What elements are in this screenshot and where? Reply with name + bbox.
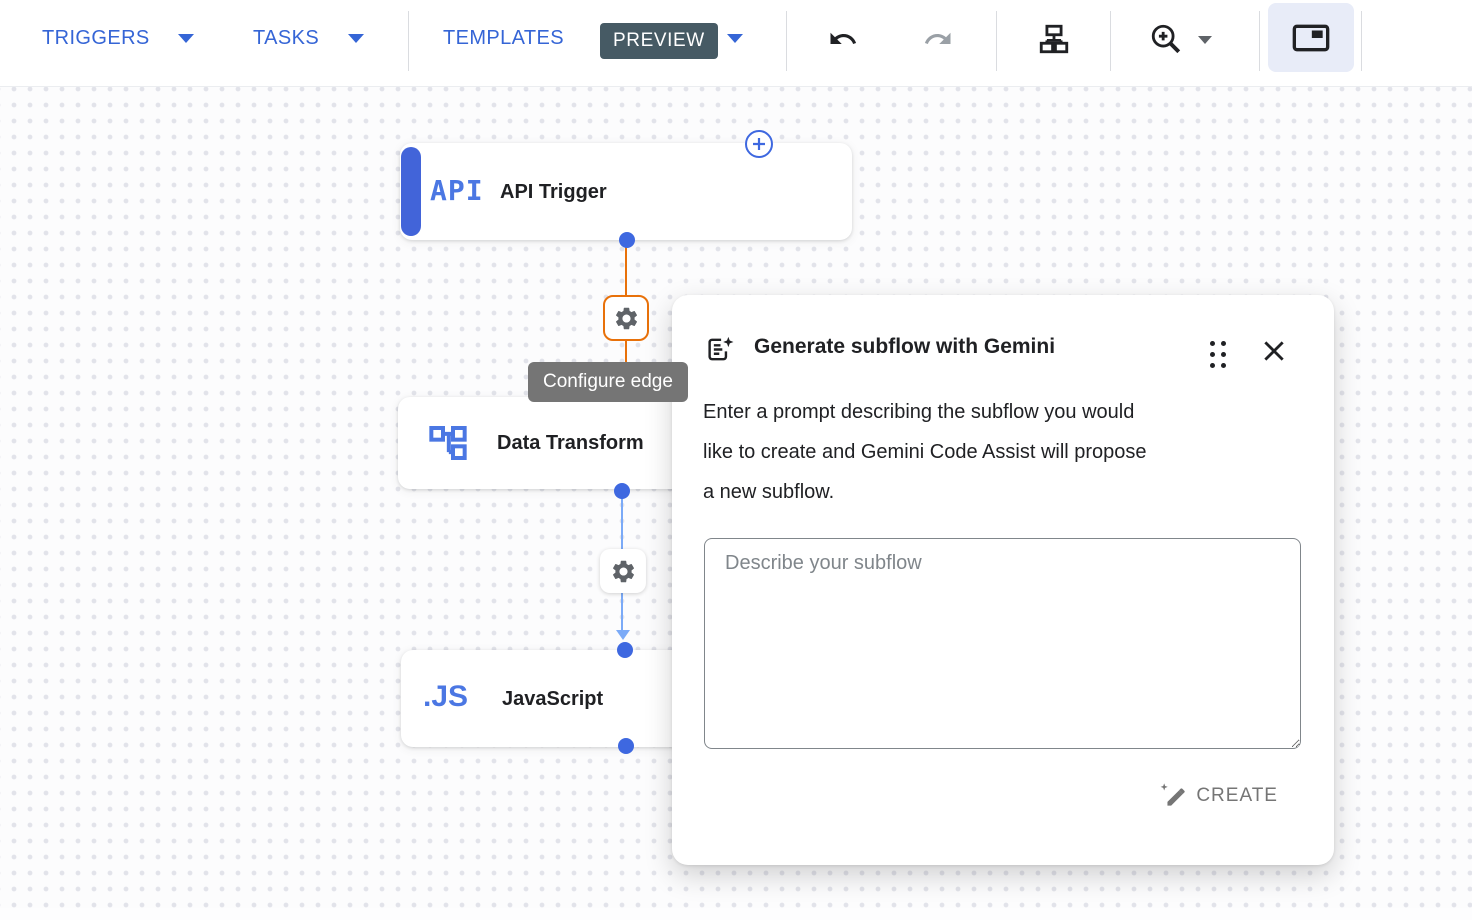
- panel-toggle-button[interactable]: [1268, 3, 1354, 72]
- gear-icon: [615, 307, 637, 329]
- subflow-prompt-input[interactable]: [704, 538, 1301, 749]
- connection-dot: [614, 483, 630, 499]
- drag-handle-icon[interactable]: [1208, 339, 1228, 370]
- create-button-label: CREATE: [1196, 784, 1278, 806]
- close-icon[interactable]: [1260, 337, 1288, 365]
- plus-icon: [753, 138, 765, 150]
- zoom-in-icon[interactable]: [1149, 22, 1183, 61]
- dialog-title: Generate subflow with Gemini: [754, 335, 1056, 358]
- configure-edge-tooltip: Configure edge: [528, 362, 688, 402]
- node-api-trigger[interactable]: API API Trigger: [400, 143, 852, 240]
- javascript-icon: .JS: [423, 680, 469, 713]
- zoom-caret-icon[interactable]: [1198, 36, 1212, 44]
- redo-icon[interactable]: [923, 24, 953, 59]
- toolbar: TRIGGERS TASKS TEMPLATES PREVIEW: [0, 0, 1472, 87]
- edge-gear-to-js: [621, 591, 623, 632]
- create-button[interactable]: CREATE: [1159, 782, 1278, 809]
- undo-icon[interactable]: [828, 24, 858, 59]
- connection-dot: [617, 642, 633, 658]
- generate-subflow-dialog: Generate subflow with Gemini Enter a pro…: [672, 295, 1334, 865]
- edge-gear-to-transform: [625, 341, 627, 366]
- schema-layout-icon[interactable]: [1037, 22, 1071, 61]
- api-trigger-icon: API: [430, 174, 484, 207]
- magic-pen-icon: [1160, 783, 1186, 806]
- toolbar-divider: [408, 11, 409, 71]
- generate-doc-icon: [706, 335, 735, 369]
- toolbar-divider: [786, 11, 787, 71]
- add-node-button[interactable]: [745, 130, 773, 158]
- canvas-bottom-strip: [0, 908, 1472, 920]
- toolbar-divider: [1361, 11, 1362, 71]
- node-label: Data Transform: [497, 432, 644, 454]
- dialog-description: Enter a prompt describing the subflow yo…: [703, 401, 1147, 503]
- toolbar-divider: [1259, 11, 1260, 71]
- trigger-accent-bar: [401, 147, 421, 236]
- connection-dot: [619, 232, 635, 248]
- triggers-caret-icon[interactable]: [178, 34, 194, 43]
- gear-icon: [612, 560, 634, 582]
- data-transform-icon: [428, 423, 468, 468]
- preview-badge: PREVIEW: [600, 23, 718, 59]
- toolbar-divider: [1110, 11, 1111, 71]
- edge-api-to-gear: [625, 240, 627, 297]
- templates-menu[interactable]: TEMPLATES: [443, 27, 565, 49]
- node-label: API Trigger: [500, 181, 607, 203]
- configure-edge-button[interactable]: [600, 549, 646, 593]
- tasks-caret-icon[interactable]: [348, 34, 364, 43]
- panel-toggle-icon: [1292, 24, 1330, 51]
- connection-dot: [618, 738, 634, 754]
- configure-edge-button-selected[interactable]: [603, 295, 649, 341]
- triggers-menu[interactable]: TRIGGERS: [42, 27, 150, 49]
- edge-transform-to-gear: [621, 491, 623, 551]
- templates-caret-icon[interactable]: [727, 34, 743, 43]
- toolbar-divider: [996, 11, 997, 71]
- edge-arrowhead: [616, 630, 630, 640]
- tasks-menu[interactable]: TASKS: [253, 27, 320, 49]
- node-label: JavaScript: [502, 688, 604, 710]
